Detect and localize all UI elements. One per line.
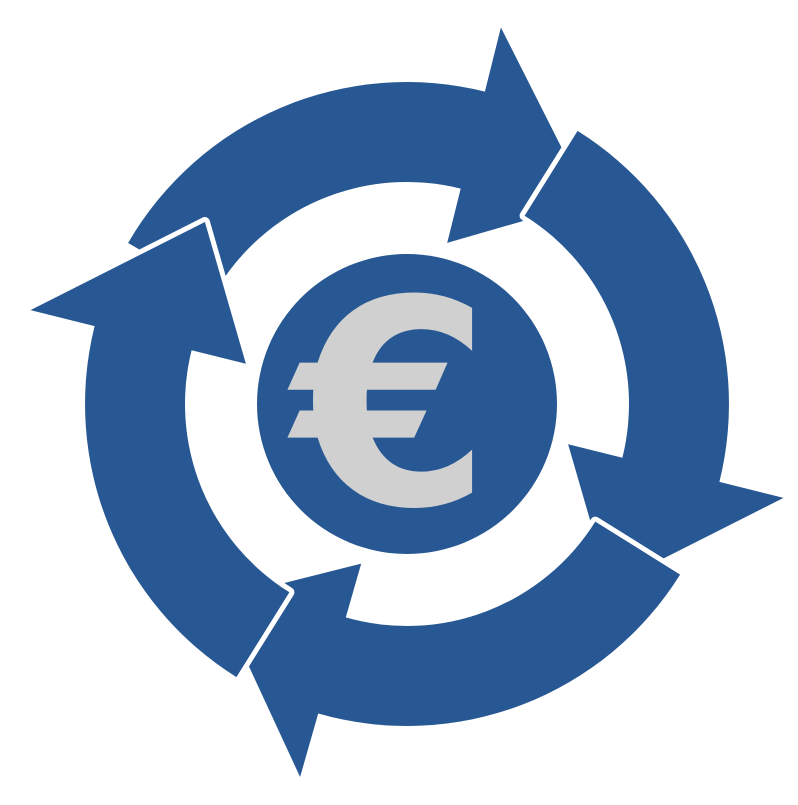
arrow-right xyxy=(519,125,789,591)
circular-arrows xyxy=(25,22,789,782)
center-disc xyxy=(257,254,557,554)
arrow-top xyxy=(123,22,594,298)
arrow-bottom xyxy=(213,516,686,782)
euro-symbol: € xyxy=(284,240,491,572)
arrow-left xyxy=(25,217,295,683)
